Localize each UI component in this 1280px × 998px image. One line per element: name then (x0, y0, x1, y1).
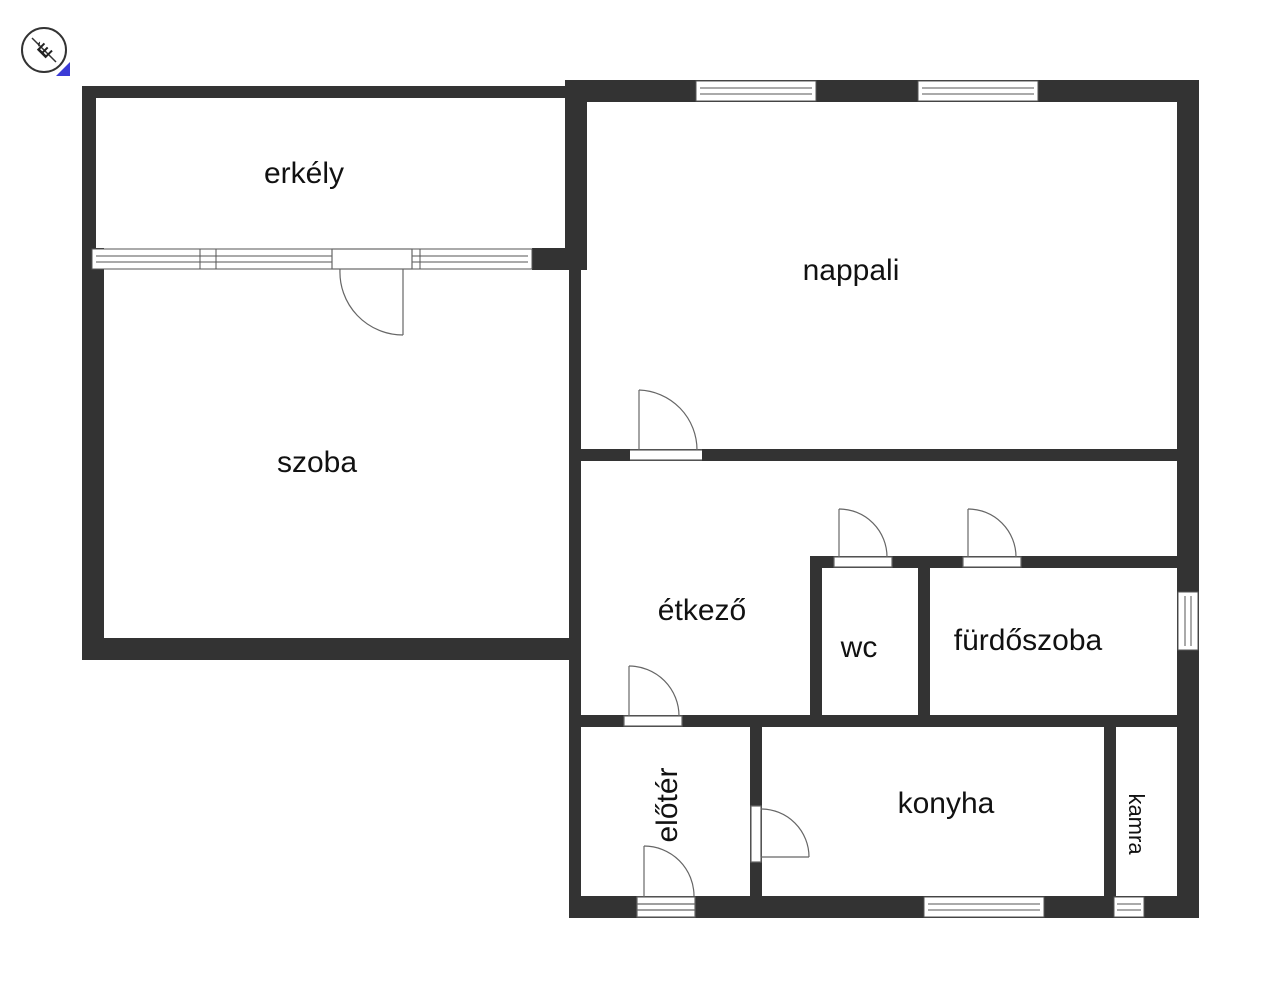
label-nappali: nappali (803, 254, 900, 287)
door-furdoszoba (962, 508, 1022, 568)
window-konyha (923, 896, 1045, 918)
doors (331, 248, 1022, 918)
door-etkezo (623, 665, 683, 727)
label-furdoszoba: fürdőszoba (954, 624, 1103, 657)
door-entrance (636, 845, 696, 918)
wall-konyha-kamra (1104, 715, 1116, 918)
compass-marker (56, 62, 70, 76)
walls (82, 80, 1199, 918)
window-furdoszoba (1177, 591, 1199, 651)
door-konyha (750, 805, 810, 863)
door-szoba-balcony (331, 248, 413, 336)
wall-mid-horizontal (581, 715, 1177, 727)
window-balcony-glazing (91, 248, 533, 270)
wall-living-bottom (581, 449, 1177, 461)
room-labels: erkély nappali szoba étkező wc fürdőszob… (264, 157, 1149, 855)
wall-top-right (565, 80, 1199, 102)
wall-balcony-bottom-stub (532, 248, 587, 270)
label-szoba: szoba (277, 446, 357, 479)
wall-wc-bath-divider (918, 556, 930, 726)
label-erkely: erkély (264, 157, 344, 190)
label-kamra: kamra (1124, 793, 1149, 855)
wall-wc-left (810, 556, 822, 726)
door-wc (833, 508, 893, 568)
wall-right (1177, 80, 1199, 918)
label-eloter: előtér (651, 767, 684, 842)
wall-balcony-left (82, 86, 96, 256)
door-nappali (630, 389, 702, 461)
windows (91, 80, 1199, 918)
wall-szoba-bottom (82, 638, 580, 660)
window-nappali-2 (917, 80, 1039, 102)
compass-north-icon: É (21, 27, 70, 76)
label-wc: wc (840, 631, 878, 664)
window-nappali-1 (695, 80, 817, 102)
label-konyha: konyha (898, 787, 995, 820)
wall-balcony-top (82, 86, 565, 98)
wall-living-left (565, 80, 587, 270)
wall-interior-vertical (569, 270, 581, 918)
wall-szoba-left (82, 248, 104, 660)
window-kamra (1113, 896, 1145, 918)
label-etkezo: étkező (658, 594, 746, 627)
